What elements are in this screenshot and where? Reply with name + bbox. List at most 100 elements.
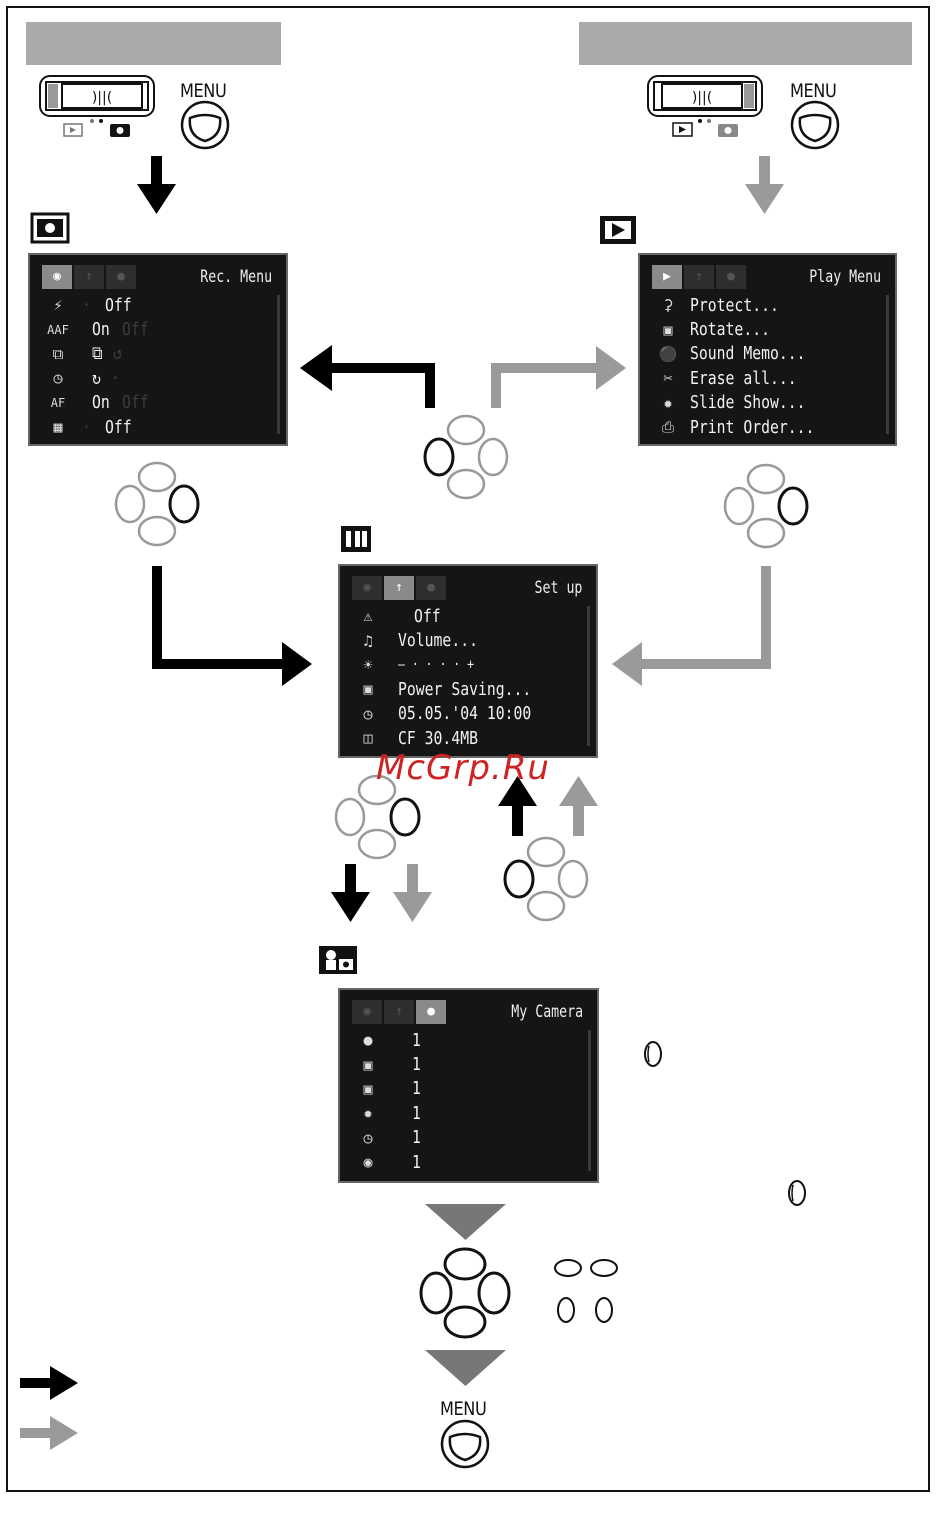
mycamera-row-theme[interactable]: ●1 bbox=[352, 1028, 579, 1052]
tab-setup[interactable]: ↑ bbox=[384, 1000, 414, 1024]
menu-button-left[interactable] bbox=[180, 100, 230, 150]
arrow-down-black-mycamera bbox=[331, 864, 370, 922]
af-frame-icon: AF bbox=[50, 395, 66, 410]
review-icon: ⧉ bbox=[52, 344, 64, 363]
legend-arrow-black bbox=[20, 1366, 78, 1400]
play-row-erase-all[interactable]: ✂Erase all... bbox=[652, 366, 877, 390]
watermark: McGrp.Ru bbox=[376, 748, 550, 788]
power-saving-icon: ▣ bbox=[363, 680, 373, 699]
mode-switch-play[interactable]: )||( bbox=[647, 75, 763, 137]
mycamera-row-start-image[interactable]: ▣1 bbox=[352, 1052, 579, 1076]
tab-rec[interactable]: ◉ bbox=[352, 576, 382, 600]
menu-button-bottom[interactable] bbox=[440, 1419, 490, 1469]
tab-mycamera[interactable]: ● bbox=[416, 576, 446, 600]
setup-row-format[interactable]: ◫CF 30.4MB bbox=[352, 726, 578, 750]
rec-menu-tabs: ◉ ↑ ● bbox=[42, 265, 138, 289]
rotate-icon: ▣ bbox=[663, 320, 673, 339]
play-row-protect[interactable]: ⚳Protect... bbox=[652, 293, 877, 317]
play-row-print-order[interactable]: ⎙Print Order... bbox=[652, 415, 877, 439]
setup-menu-scrollbar bbox=[587, 606, 590, 746]
setup-row-date-time[interactable]: ◷05.05.'04 10:00 bbox=[352, 702, 578, 726]
setup-row-brightness[interactable]: ☀– · · · · + bbox=[352, 653, 578, 677]
arrow-down-grey-mycamera bbox=[393, 864, 432, 922]
nav-pad-left[interactable] bbox=[114, 461, 200, 547]
big-down-triangle-1 bbox=[425, 1204, 506, 1240]
grid-icon: ▦ bbox=[53, 418, 63, 437]
mute-icon: ⚠ bbox=[363, 607, 373, 626]
shutter-sound-icon: ◉ bbox=[363, 1153, 373, 1172]
tab-mycamera[interactable]: ● bbox=[716, 265, 746, 289]
up-down-button-icons bbox=[554, 1259, 618, 1277]
mycamera-mode-icon bbox=[319, 946, 357, 974]
rec-row-self-timer[interactable]: ◷↻· bbox=[42, 366, 268, 390]
nav-pad-bottom[interactable] bbox=[419, 1247, 511, 1339]
play-menu-screen: ▶ ↑ ● Play Menu ⚳Protect... ▣Rotate... ⚫… bbox=[638, 253, 897, 446]
tab-setup[interactable]: ↑ bbox=[74, 265, 104, 289]
trash-icon: ✂ bbox=[663, 369, 673, 388]
microphone-icon: ⚫ bbox=[658, 344, 678, 363]
theme-icon: ● bbox=[363, 1031, 373, 1050]
menu-button-label-bottom: MENU bbox=[440, 1398, 487, 1420]
tab-setup[interactable]: ↑ bbox=[684, 265, 714, 289]
tab-setup[interactable]: ↑ bbox=[384, 576, 414, 600]
menu-button-right[interactable] bbox=[790, 100, 840, 150]
svg-text:)||(: )||( bbox=[92, 90, 112, 106]
self-timer-icon: ◷ bbox=[53, 369, 63, 388]
left-right-button-icons bbox=[557, 1297, 613, 1323]
play-mode-icon bbox=[600, 216, 636, 244]
menu-button-label-left: MENU bbox=[180, 80, 227, 102]
setup-mode-icon bbox=[341, 526, 371, 552]
mode-switch-shoot[interactable]: )||( bbox=[39, 75, 155, 137]
start-image-icon: ▣ bbox=[363, 1055, 373, 1074]
setup-row-mute[interactable]: ⚠Off bbox=[352, 604, 578, 628]
play-row-sound-memo[interactable]: ⚫Sound Memo... bbox=[652, 342, 877, 366]
play-row-slide-show[interactable]: ✹Slide Show... bbox=[652, 391, 877, 415]
clock-icon: ◷ bbox=[363, 704, 373, 723]
rec-row-grid[interactable]: ▦·Off bbox=[42, 415, 268, 439]
tab-rec[interactable]: ◉ bbox=[352, 1000, 382, 1024]
play-menu-title: Play Menu bbox=[809, 267, 881, 287]
play-menu-scrollbar bbox=[886, 295, 889, 434]
tab-play[interactable]: ▶ bbox=[652, 265, 682, 289]
big-down-triangle-2 bbox=[425, 1350, 506, 1386]
arrow-black-to-setup bbox=[152, 566, 312, 686]
cf-card-icon: ◫ bbox=[363, 729, 373, 748]
arrow-down-grey-top bbox=[745, 156, 784, 214]
tab-mycamera[interactable]: ● bbox=[416, 1000, 446, 1024]
legend-arrow-grey bbox=[20, 1416, 78, 1450]
camera-mode-icon bbox=[30, 212, 70, 244]
play-row-rotate[interactable]: ▣Rotate... bbox=[652, 317, 877, 341]
tab-rec[interactable]: ◉ bbox=[42, 265, 72, 289]
print-icon: ⎙ bbox=[661, 418, 674, 437]
nav-pad-setup-right[interactable] bbox=[503, 836, 589, 922]
mycamera-row-operation-sound[interactable]: ✹1 bbox=[352, 1101, 579, 1125]
setup-row-power-saving[interactable]: ▣Power Saving... bbox=[352, 677, 578, 701]
mycamera-row-selftimer-sound[interactable]: ◷1 bbox=[352, 1126, 579, 1150]
slideshow-icon: ✹ bbox=[663, 393, 673, 412]
setup-menu-screen: ◉ ↑ ● Set up ⚠Off ♫Volume... ☀– · · · · … bbox=[338, 564, 598, 758]
right-button-small-icon-1 bbox=[644, 1041, 662, 1067]
arrow-down-black-top bbox=[137, 156, 176, 214]
rec-row-review[interactable]: ⧉⧉↺ bbox=[42, 342, 268, 366]
svg-text:)||(: )||( bbox=[692, 90, 712, 106]
setup-row-volume[interactable]: ♫Volume... bbox=[352, 628, 578, 652]
brightness-icon: ☀ bbox=[363, 655, 373, 674]
tab-mycamera[interactable]: ● bbox=[106, 265, 136, 289]
mycamera-menu-screen: ◉ ↑ ● My Camera ●1 ▣1 ▣1 ✹1 ◷1 ◉1 bbox=[338, 988, 599, 1183]
rec-row-flash[interactable]: ⚡·Off bbox=[42, 293, 268, 317]
nav-pad-setup-left[interactable] bbox=[334, 774, 421, 860]
page-frame bbox=[6, 6, 930, 1492]
mycamera-row-shutter-sound[interactable]: ◉1 bbox=[352, 1150, 579, 1174]
arrow-grey-to-setup bbox=[612, 566, 771, 686]
nav-pad-right[interactable] bbox=[723, 463, 809, 549]
nav-pad-center-top[interactable] bbox=[423, 414, 509, 500]
playback-mode-header-bar bbox=[579, 22, 912, 65]
mycamera-row-start-sound[interactable]: ▣1 bbox=[352, 1077, 579, 1101]
selftimer-sound-icon: ◷ bbox=[363, 1128, 373, 1147]
rec-menu-title: Rec. Menu bbox=[200, 267, 272, 287]
volume-icon: ♫ bbox=[363, 631, 373, 650]
right-button-small-icon-2 bbox=[788, 1180, 806, 1206]
